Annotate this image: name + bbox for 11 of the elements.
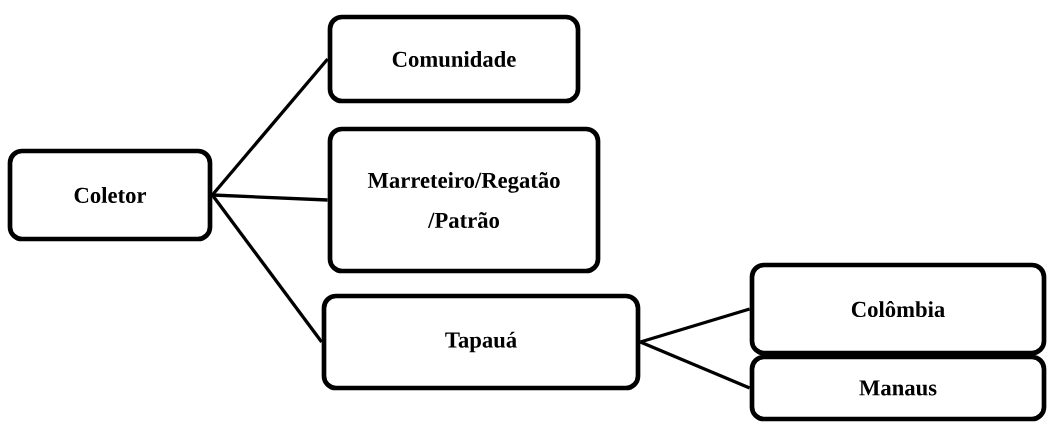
- connector-line: [211, 194, 323, 343]
- connector-line: [211, 57, 329, 197]
- connector-line: [639, 340, 751, 390]
- connector-line: [212, 193, 328, 202]
- text-box: Marreteiro/Regatão /Patrão: [327, 126, 601, 274]
- text-box: Comunidade: [327, 14, 581, 104]
- text-box: Coletor: [7, 148, 213, 242]
- connector-line: [639, 307, 751, 344]
- text-box: Colômbia: [749, 262, 1047, 356]
- text-box: Tapauá: [321, 293, 641, 391]
- text-box: Manaus: [749, 354, 1047, 422]
